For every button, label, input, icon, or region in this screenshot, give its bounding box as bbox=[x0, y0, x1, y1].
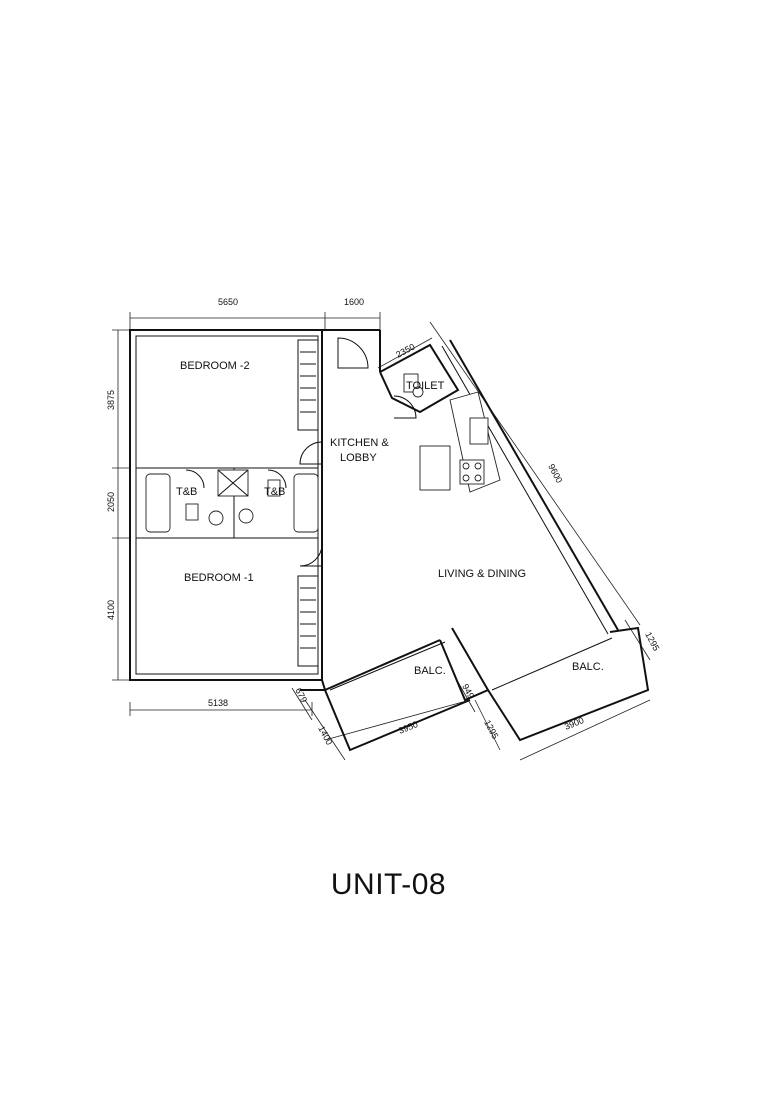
door-toilet bbox=[393, 395, 417, 419]
walls bbox=[129, 329, 650, 752]
door-tb-left bbox=[185, 469, 205, 489]
doors bbox=[185, 337, 417, 567]
label-balc-right: BALC. bbox=[572, 661, 604, 673]
label-kitchen-line1: KITCHEN & bbox=[330, 437, 389, 449]
toilet-right bbox=[267, 479, 281, 497]
door-bedroom-2 bbox=[299, 441, 323, 465]
label-toilet: TOILET bbox=[406, 380, 445, 392]
label-living: LIVING & DINING bbox=[438, 568, 526, 580]
label-bedroom-2: BEDROOM -2 bbox=[180, 360, 250, 372]
dim-top-left: 5650 bbox=[218, 297, 238, 307]
dim-small-middle: 949 bbox=[460, 682, 476, 700]
dim-left-middle: 2050 bbox=[106, 492, 116, 512]
dim-toilet-width: 2350 bbox=[394, 342, 416, 360]
toilet-basin bbox=[412, 386, 424, 398]
dim-small-left: 679 bbox=[293, 686, 309, 704]
dim-balc-left-width: 3950 bbox=[397, 719, 419, 736]
dimension-lines bbox=[112, 312, 651, 761]
bathtub-right bbox=[293, 473, 319, 533]
dim-balc-right-depth: 1295 bbox=[482, 718, 500, 740]
unit-title: UNIT-08 bbox=[330, 868, 447, 901]
kitchen-sink bbox=[469, 417, 489, 445]
dim-balc-right-width: 3900 bbox=[563, 715, 585, 732]
basin-right bbox=[238, 508, 254, 524]
basin-left bbox=[208, 510, 224, 526]
dim-balc-left-depth: 1400 bbox=[316, 724, 334, 746]
dim-top-right: 1600 bbox=[344, 297, 364, 307]
toilet-left bbox=[185, 503, 199, 521]
door-entrance bbox=[337, 337, 369, 369]
label-tb-left: T&B bbox=[176, 486, 197, 498]
label-kitchen-line2: LOBBY bbox=[340, 452, 377, 464]
kitchen-island bbox=[419, 445, 451, 491]
door-tb-right bbox=[267, 469, 287, 489]
dim-living-diagonal: 9600 bbox=[546, 462, 564, 484]
bathtub-left bbox=[145, 473, 171, 533]
wardrobe-hatching bbox=[300, 351, 316, 649]
label-balc-left: BALC. bbox=[414, 665, 446, 677]
door-bedroom-1 bbox=[299, 543, 323, 567]
label-tb-right: T&B bbox=[264, 486, 285, 498]
dim-left-upper: 3875 bbox=[106, 390, 116, 410]
dim-right-balcony-depth: 1295 bbox=[643, 630, 661, 652]
dim-left-lower: 4100 bbox=[106, 600, 116, 620]
label-bedroom-1: BEDROOM -1 bbox=[184, 572, 254, 584]
toilet-wc bbox=[403, 373, 419, 393]
dim-bottom-left: 5138 bbox=[208, 698, 228, 708]
fixtures bbox=[145, 373, 501, 533]
room-labels: BEDROOM -2 BEDROOM -1 T&B T&B KITCHEN & … bbox=[176, 360, 604, 677]
